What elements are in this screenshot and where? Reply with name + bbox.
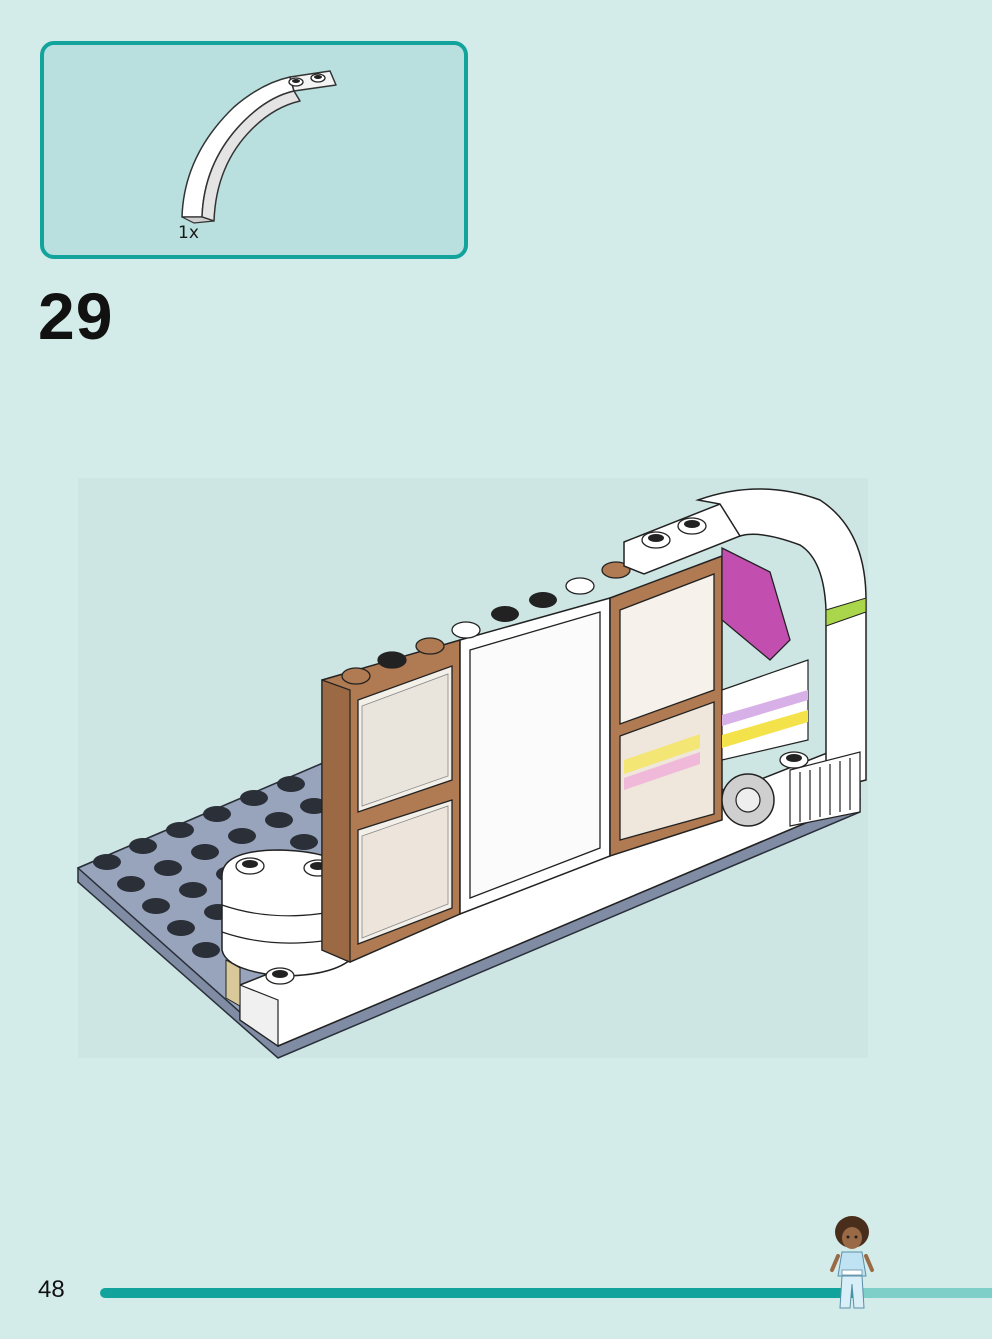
page-number: 48 <box>38 1276 65 1303</box>
interior-elements <box>721 546 809 827</box>
character-figure <box>830 1216 874 1309</box>
progress-remaining <box>858 1288 992 1298</box>
step-number: 29 <box>38 279 114 353</box>
left-windows <box>321 637 461 963</box>
right-windows <box>601 554 723 858</box>
white-arch <box>695 488 867 827</box>
parts-callout: 1x <box>40 41 468 259</box>
top-white-plate <box>623 503 741 575</box>
white-door-panel <box>451 577 611 916</box>
arch-brick-image <box>181 70 337 224</box>
part-quantity: 1x <box>178 223 199 243</box>
progress-bar <box>100 1288 992 1298</box>
progress-fill <box>100 1288 859 1298</box>
